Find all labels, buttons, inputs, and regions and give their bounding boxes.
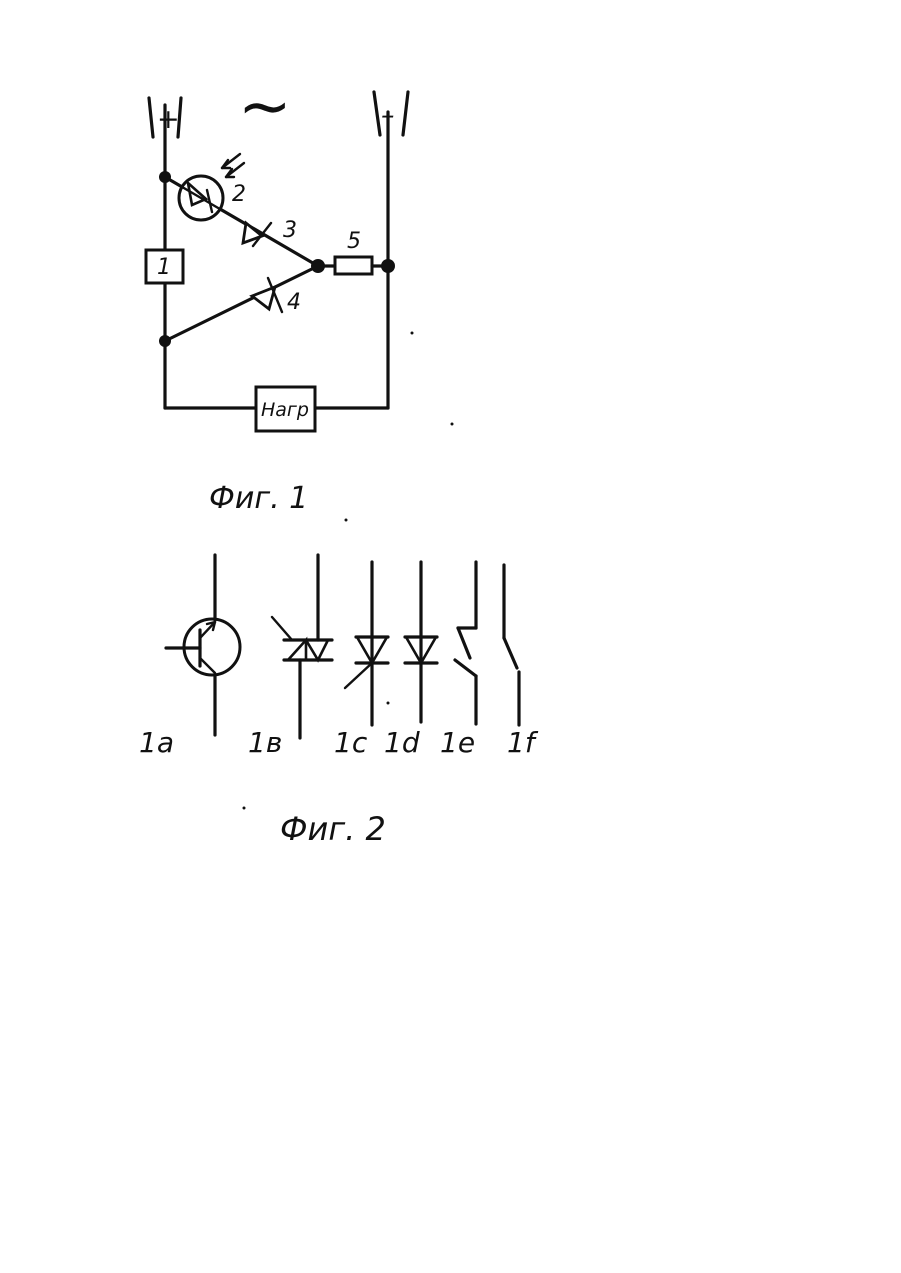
element-1-label: 1 <box>157 255 171 280</box>
figure-2-caption: Фиг. 2 <box>280 810 386 848</box>
variant-label-1e: 1e <box>440 726 475 759</box>
minus-terminal: – <box>374 92 408 135</box>
variant-label-1c: 1c <box>334 726 368 759</box>
variant-1d-diode <box>405 562 437 722</box>
figure-1-circuit: + ∼ – 1 <box>146 70 454 516</box>
junction-dot <box>159 335 171 347</box>
junction-dot <box>381 259 395 273</box>
photo-element-2: 2 <box>165 154 246 220</box>
resistor-5-label: 5 <box>347 229 361 254</box>
figure-1-caption: Фиг. 1 <box>209 481 308 516</box>
diode-4: 4 <box>252 278 301 315</box>
load-label: Нагр <box>261 399 309 421</box>
variant-label-1f: 1f <box>507 726 539 759</box>
diode-3: 3 <box>243 218 297 246</box>
resistor-5: 5 <box>318 229 388 274</box>
junction-dot <box>311 259 325 273</box>
plus-terminal-label: + <box>157 104 180 135</box>
variant-1a-transistor <box>166 555 240 735</box>
diode-3-label: 3 <box>283 218 297 243</box>
variant-1f-switch <box>504 565 519 725</box>
variant-1b-triac <box>272 555 332 738</box>
variant-label-1b: 1в <box>248 726 282 759</box>
diode-4-label: 4 <box>287 290 301 315</box>
variant-1c-thyristor <box>345 562 388 725</box>
variant-1e-contact <box>455 562 476 724</box>
element-2-label: 2 <box>232 182 246 207</box>
element-1-box: 1 <box>146 250 183 283</box>
junction-dot <box>159 171 171 183</box>
load-box: Нагр <box>256 387 315 431</box>
variant-label-1a: 1a <box>139 726 174 759</box>
figure-2-variants: 1a 1в 1c 1d 1e 1f Фиг. 2 <box>139 555 539 848</box>
variant-label-1d: 1d <box>384 726 420 759</box>
ac-symbol: ∼ <box>238 70 292 144</box>
